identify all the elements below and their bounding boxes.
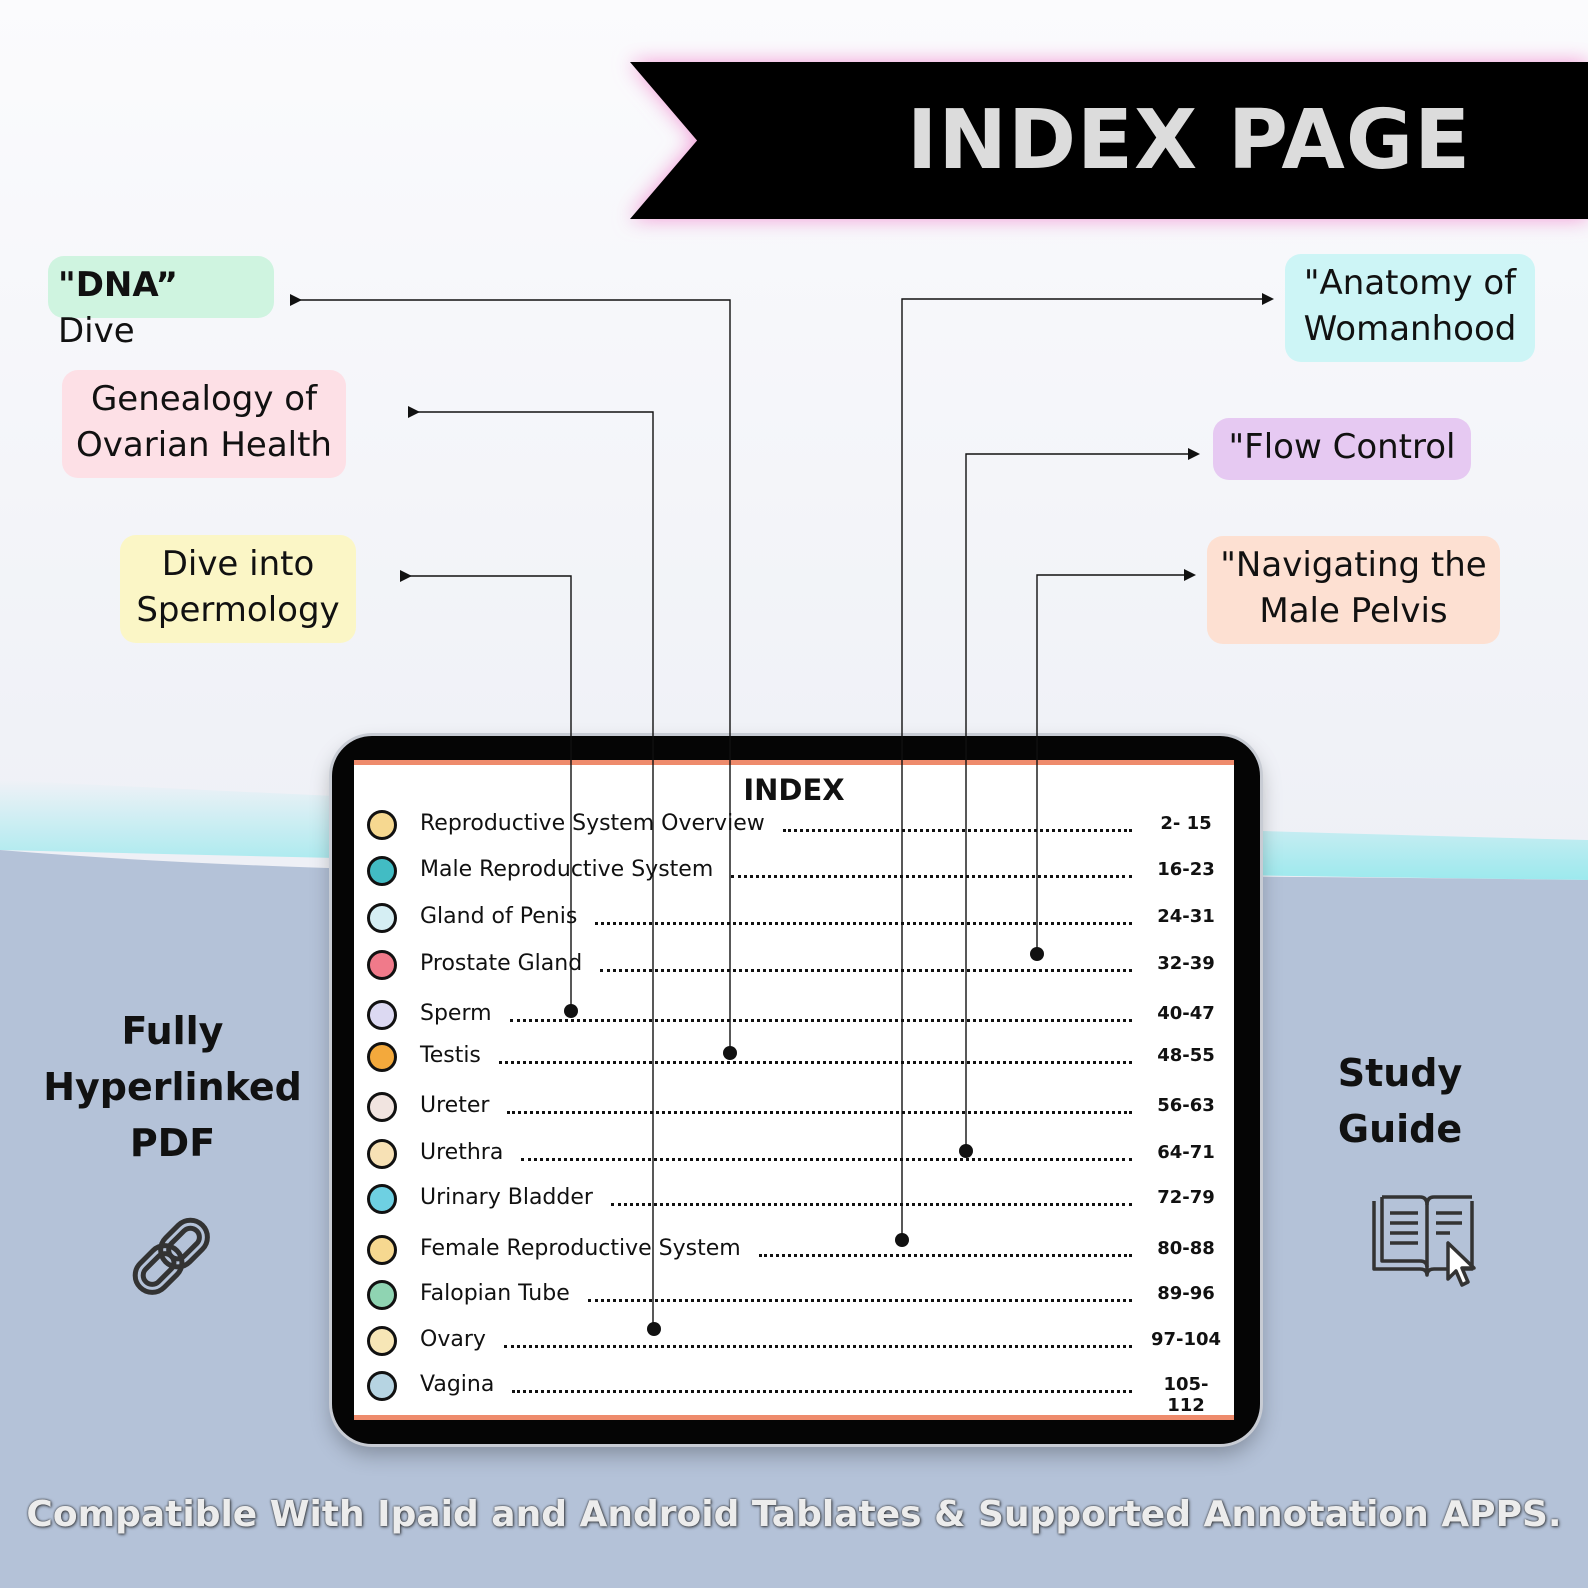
- label-dive-into-spermology[interactable]: Dive into Spermology: [120, 535, 356, 643]
- tablet-frame: INDEX Reproductive System Overview 2- 15 M…: [332, 736, 1260, 1444]
- index-row[interactable]: Vagina 105-112: [354, 1370, 1234, 1416]
- dot-leader: [600, 969, 1132, 972]
- dot-leader: [521, 1158, 1132, 1161]
- index-row-title: Ureter: [420, 1093, 490, 1118]
- index-row-pages: 97-104: [1150, 1329, 1222, 1350]
- label-dna-dive[interactable]: "DNA” Dive: [48, 256, 274, 351]
- anatomy-thumbnail-icon: [367, 1184, 397, 1214]
- index-row-title: Urinary Bladder: [420, 1185, 593, 1210]
- label-anatomy-of-womanhood[interactable]: "Anatomy of Womanhood: [1285, 254, 1535, 362]
- dot-leader: [510, 1019, 1132, 1022]
- anatomy-thumbnail-icon: [367, 856, 397, 886]
- index-row-pages: 64-71: [1157, 1142, 1215, 1163]
- anatomy-thumbnail-icon: [367, 1092, 397, 1122]
- dot-leader: [499, 1061, 1132, 1064]
- index-row-title: Male Reproductive System: [420, 857, 714, 882]
- index-row-pages: 72-79: [1157, 1187, 1215, 1208]
- index-row-title: Testis: [420, 1043, 481, 1068]
- index-row[interactable]: Ureter 56-63: [354, 1091, 1234, 1129]
- dot-leader: [504, 1345, 1132, 1348]
- index-row-pages: 24-31: [1157, 906, 1215, 927]
- dot-leader: [611, 1203, 1132, 1206]
- banner-shape: [630, 62, 1588, 219]
- index-row-title: Vagina: [420, 1372, 495, 1397]
- dot-leader: [588, 1299, 1132, 1302]
- index-row-title: Urethra: [420, 1140, 504, 1165]
- index-row-title: Prostate Gland: [420, 951, 583, 976]
- dot-leader: [783, 829, 1132, 832]
- index-screen: INDEX Reproductive System Overview 2- 15 M…: [354, 760, 1234, 1420]
- index-row-pages: 56-63: [1157, 1095, 1215, 1116]
- compatibility-footer: Compatible With Ipaid and Android Tablat…: [26, 1494, 1562, 1535]
- index-row-pages: 80-88: [1157, 1238, 1215, 1259]
- label-dna-bold: "DNA”: [58, 265, 178, 305]
- anatomy-thumbnail-icon: [367, 1235, 397, 1265]
- anatomy-thumbnail-icon: [367, 810, 397, 840]
- anatomy-thumbnail-icon: [367, 903, 397, 933]
- study-guide-title: Study Guide: [1337, 1051, 1463, 1151]
- dot-leader: [759, 1254, 1132, 1257]
- label-genealogy-ovarian-health[interactable]: Genealogy of Ovarian Health: [62, 370, 346, 478]
- anatomy-thumbnail-icon: [367, 950, 397, 980]
- open-book-cursor-icon: [1372, 1195, 1476, 1287]
- index-row-title: Gland of Penis: [420, 904, 578, 929]
- index-row[interactable]: Gland of Penis 24-31: [354, 902, 1234, 940]
- anatomy-thumbnail-icon: [367, 1280, 397, 1310]
- dot-leader: [731, 875, 1132, 878]
- index-row[interactable]: Female Reproductive System 80-88: [354, 1234, 1234, 1272]
- index-row-pages: 105-112: [1163, 1374, 1209, 1416]
- index-row[interactable]: Falopian Tube 89-96: [354, 1279, 1234, 1317]
- index-row-title: Sperm: [420, 1001, 492, 1026]
- index-row[interactable]: Ovary 97-104: [354, 1325, 1234, 1363]
- index-row-title: Reproductive System Overview: [420, 811, 765, 836]
- index-title: INDEX: [743, 773, 845, 807]
- index-row[interactable]: Testis 48-55: [354, 1041, 1234, 1079]
- banner-title: INDEX PAGE: [906, 93, 1472, 188]
- anatomy-thumbnail-icon: [367, 1139, 397, 1169]
- index-row[interactable]: Male Reproductive System 16-23: [354, 855, 1234, 893]
- index-row-pages: 40-47: [1157, 1003, 1215, 1024]
- index-row[interactable]: Urinary Bladder 72-79: [354, 1183, 1234, 1221]
- label-navigating-male-pelvis[interactable]: "Navigating the Male Pelvis: [1207, 536, 1500, 644]
- index-row-pages: 2- 15: [1160, 813, 1212, 834]
- index-row[interactable]: Prostate Gland 32-39: [354, 949, 1234, 987]
- index-row-pages: 32-39: [1157, 953, 1215, 974]
- anatomy-thumbnail-icon: [367, 1371, 397, 1401]
- fully-hyperlinked-title: Fully Hyperlinked PDF: [43, 1009, 302, 1165]
- anatomy-thumbnail-icon: [367, 1000, 397, 1030]
- label-flow-control[interactable]: "Flow Control: [1213, 418, 1471, 480]
- dot-leader: [512, 1390, 1132, 1393]
- index-row-title: Ovary: [420, 1327, 486, 1352]
- dot-leader: [595, 922, 1132, 925]
- index-row[interactable]: Reproductive System Overview 2- 15: [354, 809, 1234, 847]
- index-row-pages: 16-23: [1157, 859, 1215, 880]
- index-row[interactable]: Sperm 40-47: [354, 999, 1234, 1037]
- index-row-pages: 89-96: [1157, 1283, 1215, 1304]
- anatomy-thumbnail-icon: [367, 1326, 397, 1356]
- dot-leader: [507, 1111, 1132, 1114]
- index-row-title: Falopian Tube: [420, 1281, 570, 1306]
- label-dna-rest: Dive: [58, 311, 135, 351]
- anatomy-thumbnail-icon: [367, 1042, 397, 1072]
- index-row[interactable]: Urethra 64-71: [354, 1138, 1234, 1176]
- index-row-pages: 48-55: [1157, 1045, 1215, 1066]
- index-row-title: Female Reproductive System: [420, 1236, 741, 1261]
- index-page-banner: INDEX PAGE: [630, 62, 1588, 219]
- chain-link-icon: [132, 1217, 210, 1295]
